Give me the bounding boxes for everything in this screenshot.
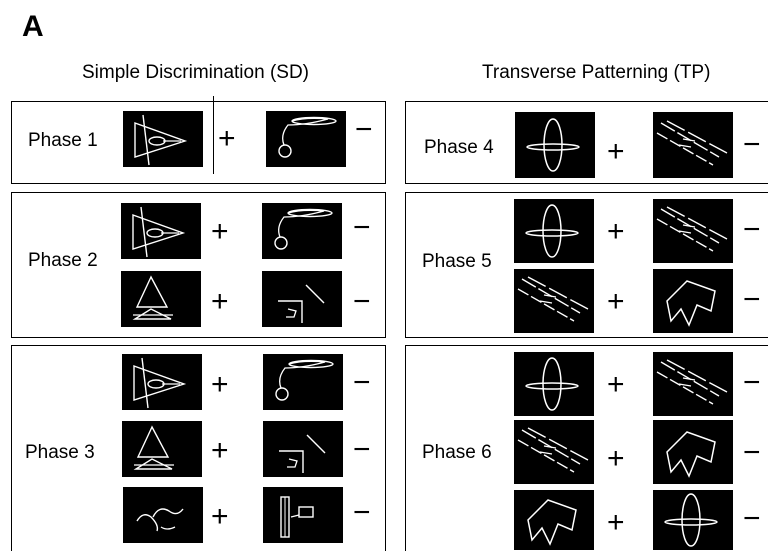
minus-sign: − <box>743 366 761 399</box>
plus-sign: + <box>211 500 229 533</box>
triangle-eye-icon <box>123 111 203 167</box>
ellipse-cross-stimulus <box>653 490 733 550</box>
ellipse-cross-stimulus <box>514 352 594 416</box>
swirl-stimulus <box>262 203 342 259</box>
bracket-line-icon <box>263 421 343 477</box>
plus-sign: + <box>218 122 236 155</box>
rect-flag-stimulus <box>263 487 343 543</box>
plus-sign: + <box>607 285 625 318</box>
swirl-stimulus <box>263 354 343 410</box>
plus-sign: + <box>607 368 625 401</box>
minus-sign: − <box>743 436 761 469</box>
panel-letter: A <box>22 10 44 43</box>
stacked-triangles-icon <box>122 421 202 477</box>
triangle-eye-stimulus <box>121 203 201 259</box>
polygon-icon <box>653 269 733 333</box>
minus-sign: − <box>353 366 371 399</box>
squiggle-icon <box>123 487 203 543</box>
diagonal-lines-icon <box>653 352 733 416</box>
phase-4-box: Phase 4 + − <box>405 101 768 184</box>
phase-6-box: Phase 6 + − + − + − <box>405 345 768 551</box>
polygon-stimulus <box>653 420 733 484</box>
transverse-patterning-title: Transverse Patterning (TP) <box>482 62 711 83</box>
ellipse-cross-stimulus <box>514 199 594 263</box>
rect-flag-icon <box>263 487 343 543</box>
swirl-icon <box>263 354 343 410</box>
swirl-icon <box>262 203 342 259</box>
minus-sign: − <box>353 285 371 318</box>
minus-sign: − <box>743 213 761 246</box>
diagonal-lines-stimulus <box>514 420 594 484</box>
phase-1-box: Phase 1 + − <box>11 101 386 184</box>
bracket-line-icon <box>262 271 342 327</box>
minus-sign: − <box>743 128 761 161</box>
minus-sign: − <box>353 496 371 529</box>
polygon-stimulus <box>653 269 733 333</box>
simple-discrimination-title: Simple Discrimination (SD) <box>82 62 309 83</box>
phase-2-label: Phase 2 <box>28 250 98 271</box>
text-cursor <box>213 96 214 174</box>
bracket-line-stimulus <box>263 421 343 477</box>
swirl-icon <box>266 111 346 167</box>
stacked-triangles-icon <box>121 271 201 327</box>
ellipse-cross-icon <box>653 490 733 550</box>
triangle-eye-stimulus <box>123 111 203 167</box>
ellipse-cross-icon <box>514 352 594 416</box>
phase-2-box: Phase 2 + − + − <box>11 192 386 338</box>
stacked-triangles-stimulus <box>121 271 201 327</box>
plus-sign: + <box>211 368 229 401</box>
diagonal-lines-icon <box>653 199 733 263</box>
phase-4-label: Phase 4 <box>424 137 494 158</box>
ellipse-cross-icon <box>514 199 594 263</box>
polygon-stimulus <box>514 490 594 550</box>
phase-6-label: Phase 6 <box>422 442 492 463</box>
diagonal-lines-icon <box>514 420 594 484</box>
minus-sign: − <box>353 433 371 466</box>
polygon-icon <box>653 420 733 484</box>
diagonal-lines-stimulus <box>653 352 733 416</box>
plus-sign: + <box>607 135 625 168</box>
minus-sign: − <box>743 283 761 316</box>
ellipse-cross-stimulus <box>515 112 595 178</box>
phase-3-box: Phase 3 + − + − + − <box>11 345 386 551</box>
stacked-triangles-stimulus <box>122 421 202 477</box>
diagonal-lines-stimulus <box>653 199 733 263</box>
diagonal-lines-icon <box>653 112 733 178</box>
swirl-stimulus <box>266 111 346 167</box>
plus-sign: + <box>607 506 625 539</box>
triangle-eye-icon <box>122 354 202 410</box>
phase-3-label: Phase 3 <box>25 442 95 463</box>
phase-1-label: Phase 1 <box>28 130 98 151</box>
phase-5-label: Phase 5 <box>422 251 492 272</box>
plus-sign: + <box>211 434 229 467</box>
polygon-icon <box>514 490 594 550</box>
plus-sign: + <box>607 442 625 475</box>
ellipse-cross-icon <box>515 112 595 178</box>
phase-5-box: Phase 5 + − + − <box>405 192 768 338</box>
plus-sign: + <box>211 215 229 248</box>
minus-sign: − <box>743 502 761 535</box>
minus-sign: − <box>355 113 373 146</box>
diagonal-lines-stimulus <box>514 269 594 333</box>
minus-sign: − <box>353 211 371 244</box>
diagonal-lines-stimulus <box>653 112 733 178</box>
plus-sign: + <box>607 215 625 248</box>
squiggle-stimulus <box>123 487 203 543</box>
triangle-eye-icon <box>121 203 201 259</box>
plus-sign: + <box>211 285 229 318</box>
diagonal-lines-icon <box>514 269 594 333</box>
triangle-eye-stimulus <box>122 354 202 410</box>
bracket-line-stimulus <box>262 271 342 327</box>
